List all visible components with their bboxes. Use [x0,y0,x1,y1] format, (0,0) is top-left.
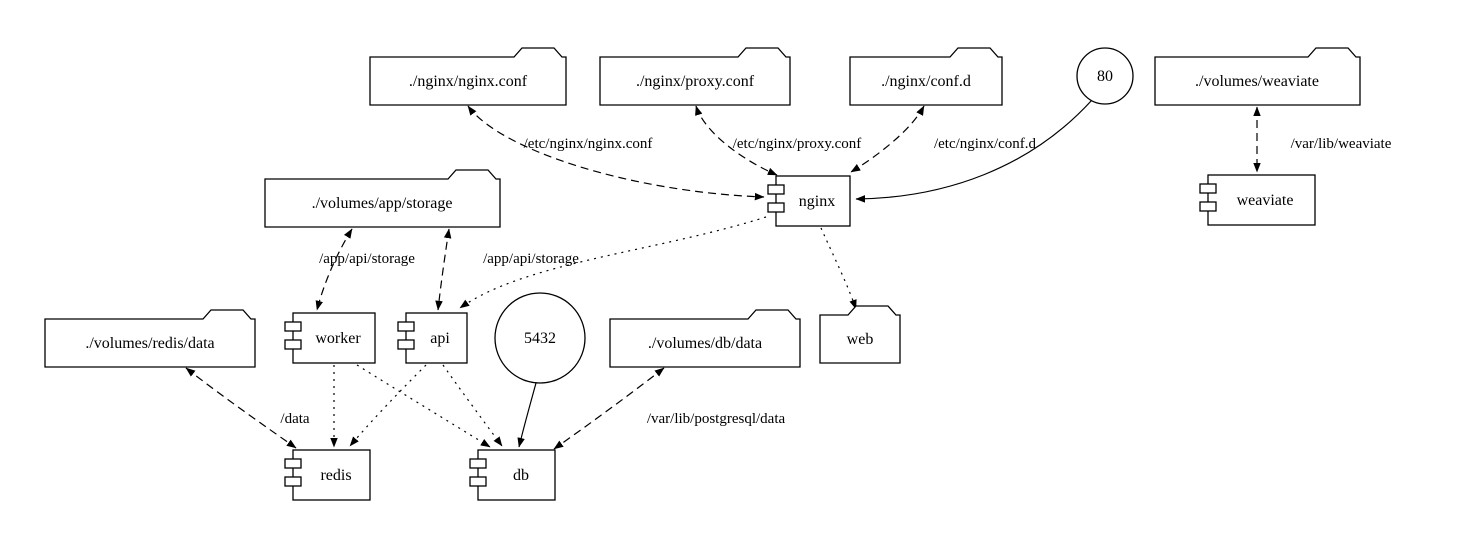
folder-shape [264,169,501,228]
component-body [292,449,371,501]
node-label: api [430,330,450,347]
node-api-service: api [397,312,468,364]
node-port-80: 80 [1076,47,1134,105]
edge-nginx-web [820,227,857,310]
node-web-volume: web [819,305,901,364]
component-body [775,175,851,227]
edge-label-redis-mount: /data [280,411,309,427]
component-body [405,312,468,364]
edge-redisdata-redis [185,367,297,449]
edge-proxyconf-nginx [695,105,778,176]
component-tab-icon [1199,183,1217,194]
node-port-5432: 5432 [494,292,586,384]
component-tab-icon [767,202,785,213]
folder-shape [599,47,791,106]
folder-shape [1154,47,1361,106]
node-label: weaviate [1237,192,1294,209]
node-label: ./volumes/app/storage [312,195,453,212]
node-label: nginx [799,193,835,210]
edge-label-db-mount: /var/lib/postgresql/data [647,411,786,427]
node-redis-data-volume: ./volumes/redis/data [44,309,256,368]
edge-nginx-api [459,216,767,309]
node-app-storage-volume: ./volumes/app/storage [264,169,501,228]
edge-nginxconf-nginx [467,105,765,201]
node-db-service: db [469,449,556,501]
node-label: 80 [1097,68,1113,85]
port-circle [1076,47,1134,105]
node-worker-service: worker [284,312,376,364]
folder-shape [369,47,567,106]
component-tab-icon [767,184,785,195]
edge-port80-nginx [855,99,1093,203]
node-weaviate-volume: ./volumes/weaviate [1154,47,1361,106]
component-tab-icon [284,476,302,487]
folder-shape [819,305,901,364]
folder-shape [44,309,256,368]
node-label: ./volumes/weaviate [1195,73,1319,90]
edge-worker-db [356,364,491,448]
component-tab-icon [469,476,487,487]
component-tab-icon [397,321,415,332]
node-label: redis [320,467,351,484]
folder-shape [609,309,801,368]
node-nginx-service: nginx [767,175,851,227]
edge-label-worker-storage-mount: /app/api/storage [319,251,415,267]
edge-api-db [442,364,503,447]
folder-shape [849,47,1003,106]
edge-api-redis [349,364,427,447]
node-label: ./nginx/nginx.conf [409,73,528,90]
node-weaviate-service: weaviate [1199,174,1316,226]
edge-label-conf-d-mount: /etc/nginx/conf.d [934,136,1037,152]
component-tab-icon [284,339,302,350]
edge-label-proxy-conf-mount: /etc/nginx/proxy.conf [733,136,862,152]
component-tab-icon [284,321,302,332]
node-db-data-volume: ./volumes/db/data [609,309,801,368]
node-label: ./nginx/conf.d [881,73,971,90]
node-conf-d-volume: ./nginx/conf.d [849,47,1003,106]
node-redis-service: redis [284,449,371,501]
edge-port5432-db [517,382,537,448]
edge-storage-worker [315,228,353,311]
node-proxy-conf-volume: ./nginx/proxy.conf [599,47,791,106]
component-body [477,449,556,501]
component-tab-icon [397,339,415,350]
node-label: ./volumes/db/data [648,335,762,352]
component-tab-icon [1199,201,1217,212]
node-label: 5432 [524,330,556,347]
component-body [292,312,376,364]
node-label: ./nginx/proxy.conf [636,73,755,90]
edge-confd-nginx [850,105,925,173]
node-label: db [513,467,529,484]
component-tab-icon [284,458,302,469]
edge-label-api-storage-mount: /app/api/storage [483,251,579,267]
port-circle [494,292,586,384]
node-nginx-conf-volume: ./nginx/nginx.conf [369,47,567,106]
node-label: worker [315,330,361,347]
component-body [1207,174,1316,226]
component-tab-icon [469,458,487,469]
edge-label-nginx-conf-mount: /etc/nginx/nginx.conf [524,136,653,152]
edge-storage-api [435,228,452,311]
node-label: ./volumes/redis/data [85,335,214,352]
edge-dbdata-db [553,367,665,450]
edge-label-weaviate-mount: /var/lib/weaviate [1291,136,1392,152]
node-label: web [847,331,874,348]
